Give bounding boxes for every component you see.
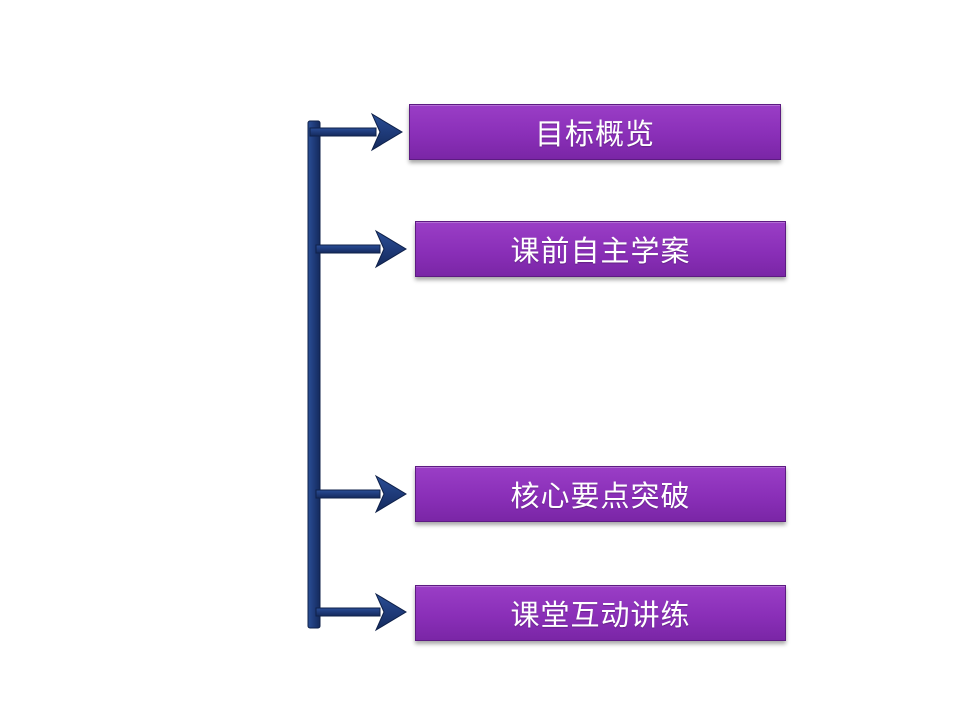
arrow-to-item-1 [309, 112, 403, 152]
menu-item-label: 核心要点突破 [510, 479, 691, 513]
menu-item-preclass-study[interactable]: 课前自主学案 [415, 221, 786, 277]
menu-item-classroom-practice[interactable]: 课堂互动讲练 [415, 585, 786, 641]
arrow-to-item-4 [315, 592, 407, 632]
menu-item-label: 目标概览 [534, 117, 655, 151]
arrow-to-item-2 [315, 229, 407, 269]
arrow-to-item-3 [315, 474, 407, 514]
menu-item-label: 课前自主学案 [510, 234, 691, 268]
menu-item-label: 课堂互动讲练 [510, 598, 691, 632]
connector-spine [307, 120, 321, 629]
menu-item-key-points[interactable]: 核心要点突破 [415, 466, 786, 522]
menu-item-overview[interactable]: 目标概览 [409, 104, 781, 160]
